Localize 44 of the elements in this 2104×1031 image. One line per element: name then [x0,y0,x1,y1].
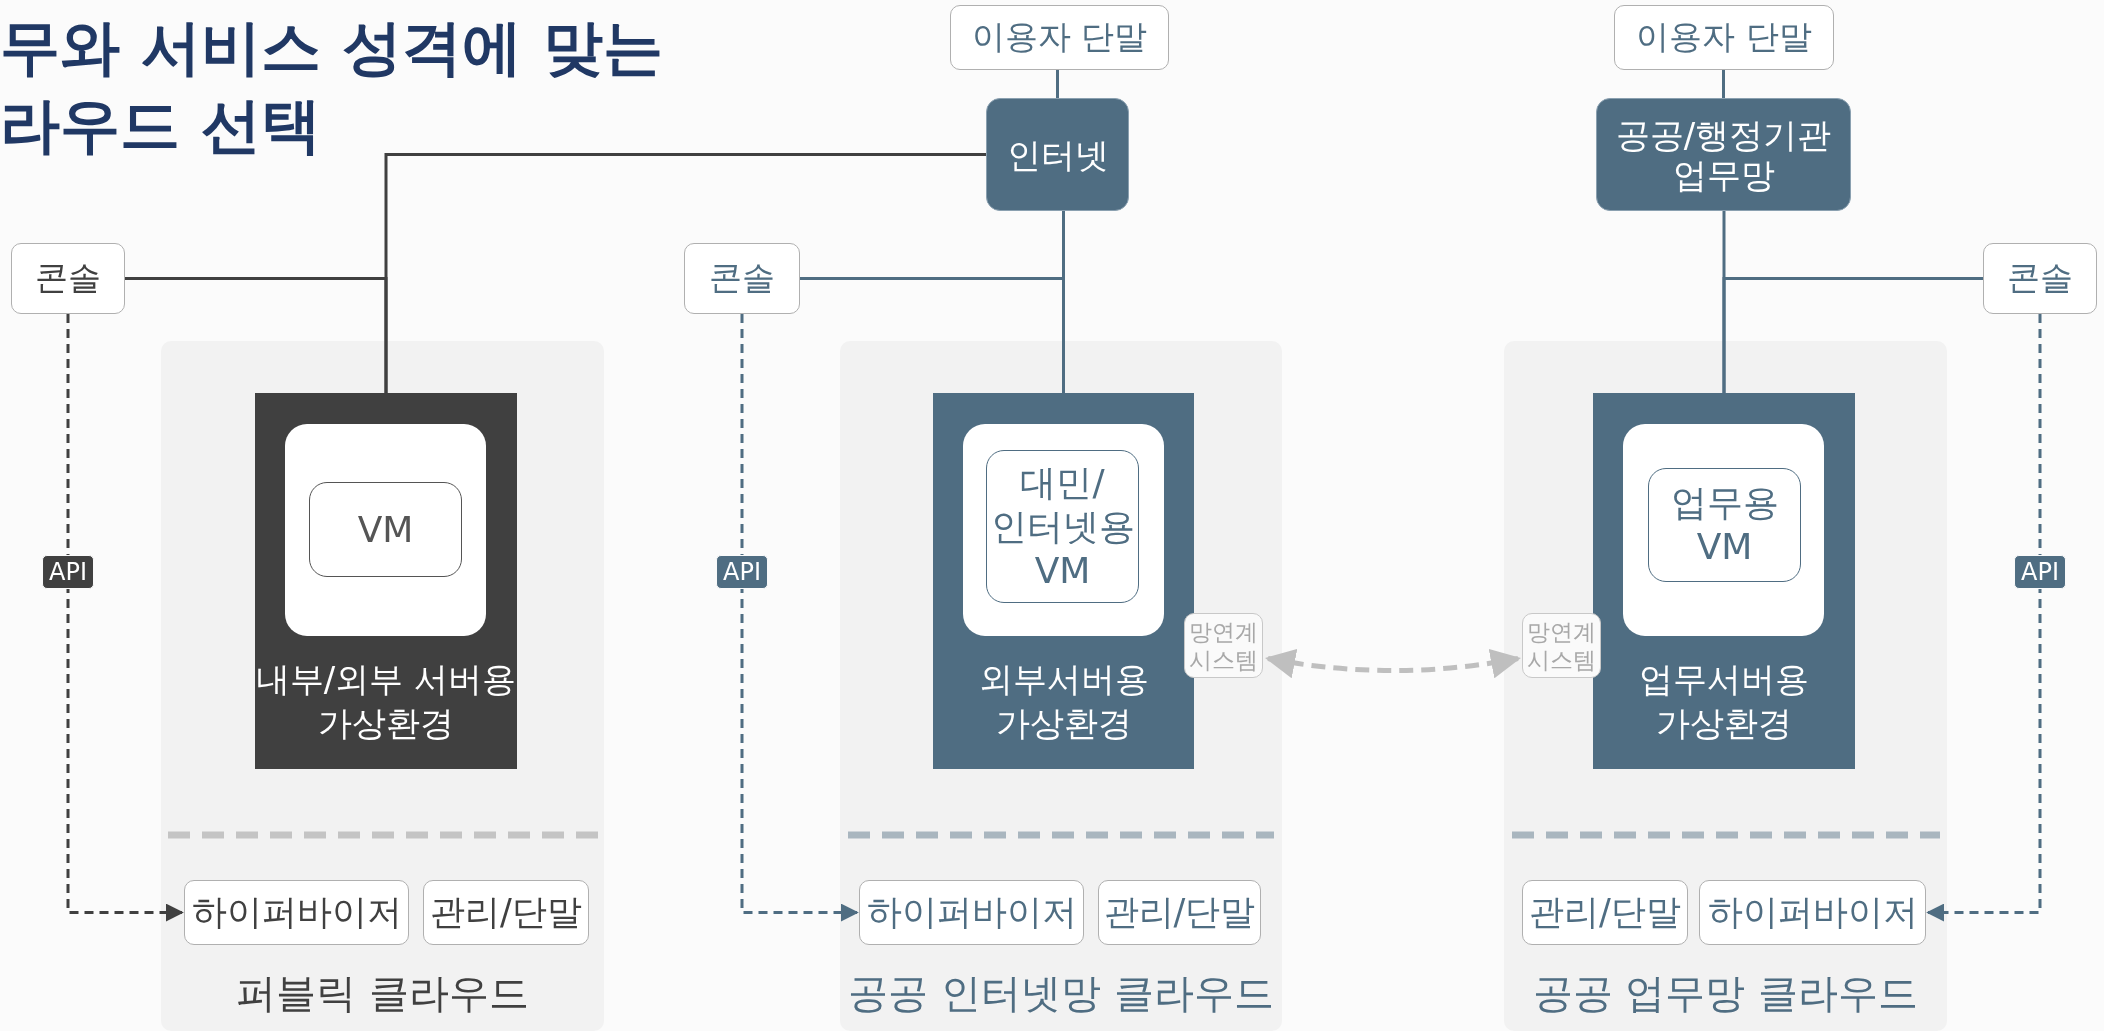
edge-label: API [2014,555,2066,589]
gateway-box: 망연계 시스템 [1522,613,1601,678]
title: 무와 서비스 성격에 맞는 라우드 선택 [0,11,664,162]
connector [1722,277,1983,393]
component-box: 하이퍼바이저 [184,880,409,945]
panel-title: 공공 인터넷망 클라우드 [847,969,1275,1018]
server-environment-box [1593,393,1855,769]
vm-box: 대민/ 인터넷용 VM [986,450,1139,603]
component-box: 관리/단말 [1098,880,1261,945]
box [1623,424,1824,636]
cloud-panel [840,341,1282,1031]
cloud-panel [161,341,604,1031]
connector [1722,70,1725,98]
cloud-panel [1504,341,1947,1031]
panel-title: 퍼블릭 클라우드 [235,969,530,1018]
network-box: 공공/행정기관 업무망 [1596,98,1851,211]
box [285,424,486,636]
component-box: 하이퍼바이저 [1699,880,1926,945]
box [963,424,1164,636]
component-box: 관리/단말 [423,880,589,945]
terminal-box: 이용자 단말 [1614,5,1834,70]
console-box: 콘솔 [1983,243,2097,314]
environment-label: 내부/외부 서버용 가상환경 [255,658,517,745]
network-box: 인터넷 [986,98,1129,211]
terminal-box: 이용자 단말 [950,5,1169,70]
console-box: 콘솔 [684,243,800,314]
component-box: 관리/단말 [1522,880,1688,945]
server-environment-box [255,393,517,769]
vm-box: 업무용 VM [1648,468,1801,582]
edge-label: API [716,555,768,589]
gateway-box: 망연계 시스템 [1184,613,1263,678]
component-box: 하이퍼바이저 [859,880,1084,945]
console-box: 콘솔 [11,243,125,314]
arrow [66,314,184,922]
connector [1056,70,1059,98]
vm-box: VM [309,482,462,577]
environment-label: 외부서버용 가상환경 [977,658,1150,745]
arrow [740,314,859,922]
arrow [1926,314,2042,922]
arrow [1265,648,1521,678]
connector [125,277,388,393]
edge-label: API [42,555,94,589]
environment-label: 업무서버용 가상환경 [1638,658,1810,745]
panel-title: 공공 업무망 클라우드 [1531,969,1920,1018]
